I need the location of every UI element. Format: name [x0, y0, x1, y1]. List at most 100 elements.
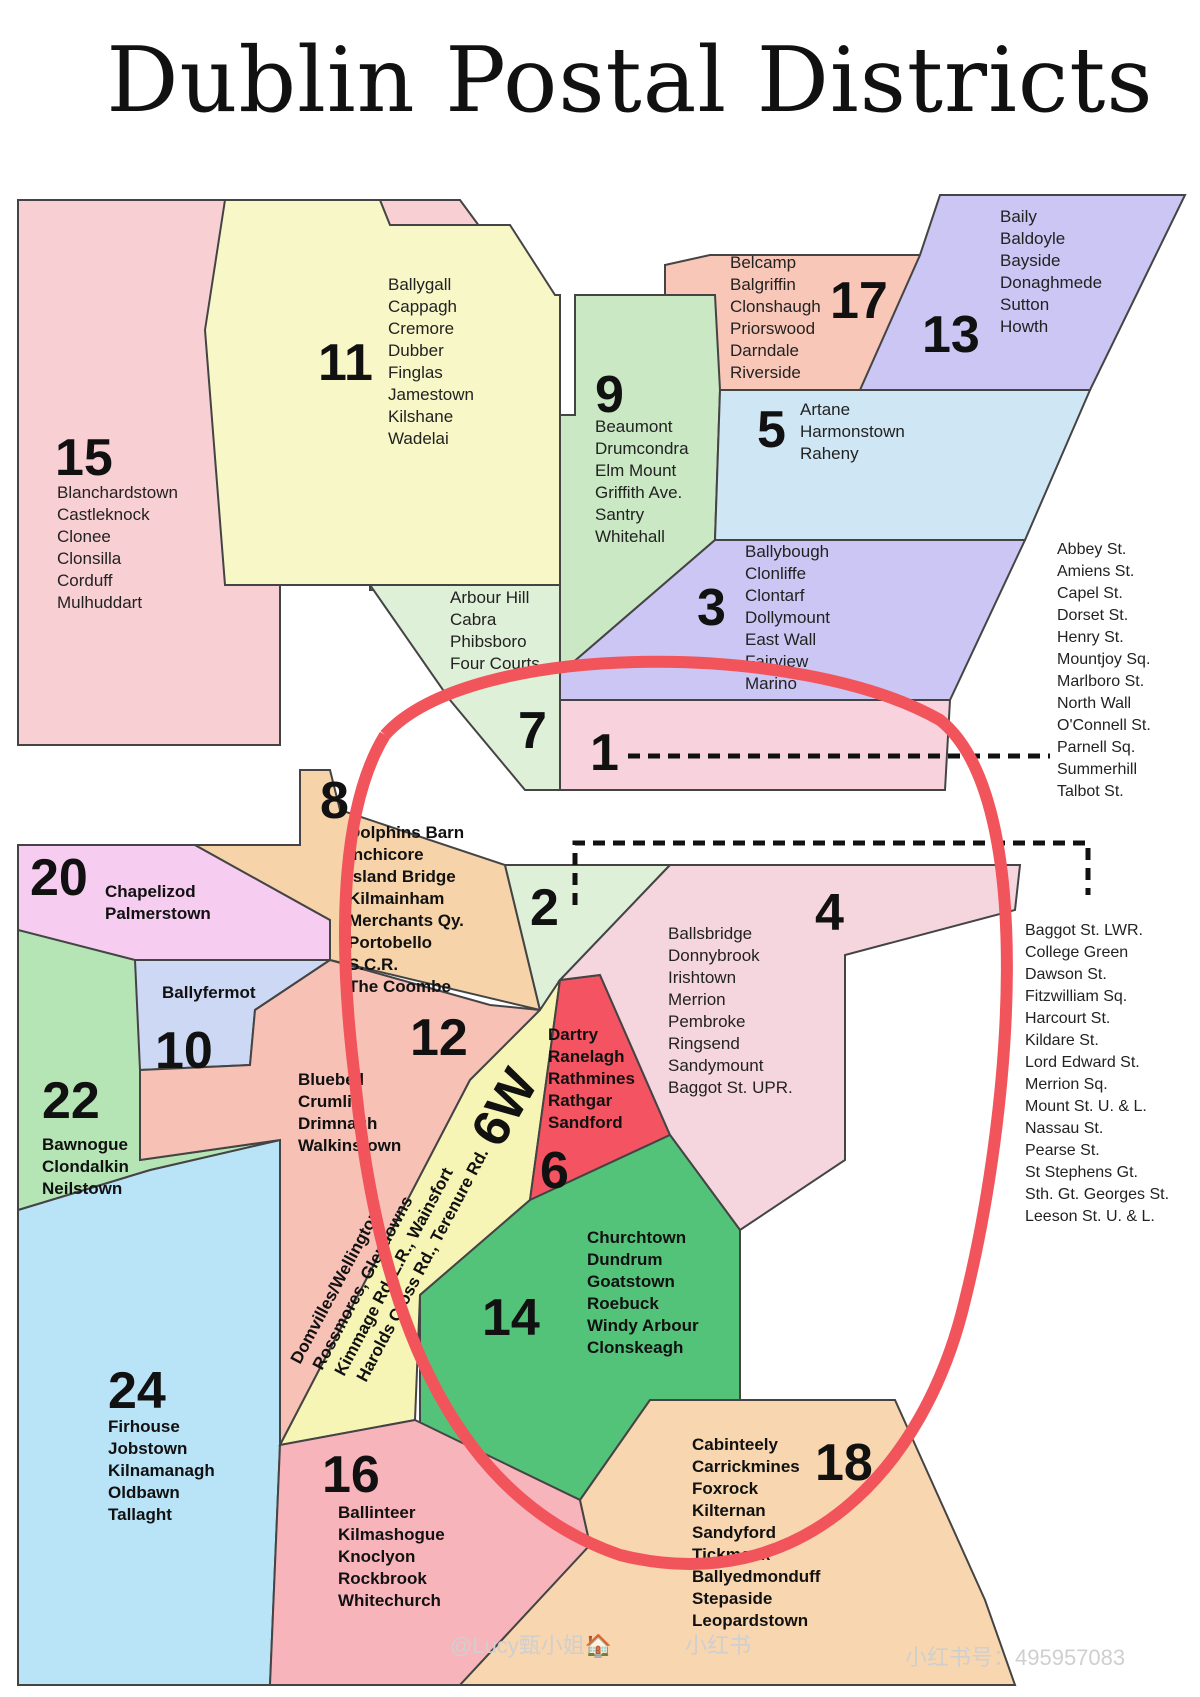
- district-24-number: 24: [108, 1362, 166, 1420]
- district-1-region[interactable]: [559, 699, 952, 791]
- district-13-number: 13: [922, 306, 980, 364]
- district-22-area-3: Neilstown: [42, 1179, 122, 1198]
- district-1-street-5: Henry St.: [1057, 629, 1124, 646]
- district-3-area-7: Marino: [745, 674, 797, 693]
- district-15-area-6: Mulhuddart: [57, 593, 142, 612]
- district-2-street-12: St Stephens Gt.: [1025, 1164, 1138, 1181]
- district-8-region[interactable]: [191, 769, 542, 1012]
- district-18-area-7: Ballyedmonduff: [692, 1567, 821, 1586]
- district-4-area-1: Ballsbridge: [668, 924, 752, 943]
- district-2-street-2: College Green: [1025, 944, 1128, 961]
- district-6-area-5: Sandford: [548, 1113, 623, 1132]
- district-2-leader-line: [572, 840, 1091, 905]
- district-13-area-1: Baily: [1000, 207, 1037, 226]
- district-10-number: 10: [155, 1022, 213, 1080]
- district-1-street-2: Amiens St.: [1057, 563, 1134, 580]
- district-13-area-5: Sutton: [1000, 295, 1049, 314]
- district-2-street-9: Mount St. U. & L.: [1025, 1098, 1147, 1115]
- district-4-area-7: Sandymount: [668, 1056, 764, 1075]
- watermark-id: 小红书号：495957083: [905, 1645, 1125, 1670]
- district-1-street-8: North Wall: [1057, 695, 1131, 712]
- district-14-number: 14: [482, 1289, 540, 1347]
- district-16-area-3: Knoclyon: [338, 1547, 415, 1566]
- district-18-area-3: Foxrock: [692, 1479, 759, 1498]
- district-8-area-2: Inchicore: [348, 845, 424, 864]
- district-1-street-1: Abbey St.: [1057, 541, 1126, 558]
- district-4-region[interactable]: [557, 864, 1022, 1232]
- district-22-number: 22: [42, 1072, 100, 1130]
- district-2-number: 2: [530, 879, 559, 937]
- district-9-area-6: Whitehall: [595, 527, 665, 546]
- district-8-area-7: S.C.R.: [348, 955, 398, 974]
- district-14-area-1: Churchtown: [587, 1228, 686, 1247]
- district-9-area-1: Beaumont: [595, 417, 673, 436]
- district-3-area-5: East Wall: [745, 630, 816, 649]
- district-17-area-2: Balgriffin: [730, 275, 796, 294]
- district-16-area-5: Whitechurch: [338, 1591, 441, 1610]
- annotation-circle: [339, 655, 1013, 1570]
- district-16-area-1: Ballinteer: [338, 1503, 416, 1522]
- watermark-user: @Lucy甄小姐🏠: [450, 1633, 612, 1658]
- district-2-street-3: Dawson St.: [1025, 966, 1107, 983]
- district-3-area-4: Dollymount: [745, 608, 830, 627]
- district-11-area-8: Wadelai: [388, 429, 449, 448]
- district-14-area-4: Roebuck: [587, 1294, 659, 1313]
- district-24-area-3: Kilnamanagh: [108, 1461, 215, 1480]
- district-2-street-11: Pearse St.: [1025, 1142, 1100, 1159]
- district-14-area-3: Goatstown: [587, 1272, 675, 1291]
- district-12-area-1: Bluebell: [298, 1070, 364, 1089]
- district-8-area-8: The Coombe: [348, 977, 451, 996]
- district-2-street-14: Leeson St. U. & L.: [1025, 1208, 1155, 1225]
- district-18-area-9: Leopardstown: [692, 1611, 808, 1630]
- district-15-area-3: Clonee: [57, 527, 111, 546]
- district-22-area-1: Bawnogue: [42, 1135, 128, 1154]
- district-1-street-9: O'Connell St.: [1057, 717, 1151, 734]
- district-8-area-6: Portobello: [348, 933, 432, 952]
- district-6-area-1: Dartry: [548, 1025, 599, 1044]
- district-11-number: 11: [318, 334, 373, 392]
- district-2-street-10: Nassau St.: [1025, 1120, 1103, 1137]
- district-3-number: 3: [697, 579, 726, 637]
- district-12-area-4: Walkinstown: [298, 1136, 401, 1155]
- district-11-area-2: Cappagh: [388, 297, 457, 316]
- district-18-area-5: Sandyford: [692, 1523, 776, 1542]
- district-8-area-4: Kilmainham: [348, 889, 444, 908]
- district-2-street-4: Fitzwilliam Sq.: [1025, 988, 1127, 1005]
- district-15-area-2: Castleknock: [57, 505, 150, 524]
- district-7-area-3: Phibsboro: [450, 632, 527, 651]
- district-8-number: 8: [320, 772, 349, 830]
- district-2-street-1: Baggot St. LWR.: [1025, 922, 1143, 939]
- district-17-area-5: Darndale: [730, 341, 799, 360]
- district-2-street-13: Sth. Gt. Georges St.: [1025, 1186, 1169, 1203]
- district-1-street-7: Marlboro St.: [1057, 673, 1144, 690]
- district-18-area-4: Kilternan: [692, 1501, 766, 1520]
- district-7-area-2: Cabra: [450, 610, 497, 629]
- district-15-area-5: Corduff: [57, 571, 113, 590]
- district-17-area-1: Belcamp: [730, 253, 796, 272]
- watermark-app: 小红书: [685, 1633, 751, 1658]
- district-18-number: 18: [815, 1434, 873, 1492]
- district-18-area-2: Carrickmines: [692, 1457, 800, 1476]
- district-20-area-2: Palmerstown: [105, 904, 211, 923]
- district-11-area-6: Jamestown: [388, 385, 474, 404]
- district-1-street-3: Capel St.: [1057, 585, 1123, 602]
- district-1-street-11: Summerhill: [1057, 761, 1137, 778]
- district-5-area-1: Artane: [800, 400, 850, 419]
- district-5-number: 5: [757, 401, 786, 459]
- district-2-street-7: Lord Edward St.: [1025, 1054, 1140, 1071]
- district-4-area-4: Merrion: [668, 990, 726, 1009]
- district-10-area-1: Ballyfermot: [162, 983, 256, 1002]
- district-24-area-5: Tallaght: [108, 1505, 172, 1524]
- district-1-street-4: Dorset St.: [1057, 607, 1128, 624]
- district-2-street-5: Harcourt St.: [1025, 1010, 1110, 1027]
- district-8-area-3: Island Bridge: [348, 867, 456, 886]
- district-17-area-3: Clonshaugh: [730, 297, 821, 316]
- district-3-area-3: Clontarf: [745, 586, 805, 605]
- district-1-street-6: Mountjoy Sq.: [1057, 651, 1150, 668]
- district-14-area-6: Clonskeagh: [587, 1338, 683, 1357]
- district-12-area-2: Crumlin: [298, 1092, 362, 1111]
- district-20-number: 20: [30, 849, 88, 907]
- district-15-number: 15: [55, 429, 113, 487]
- district-17-area-4: Priorswood: [730, 319, 815, 338]
